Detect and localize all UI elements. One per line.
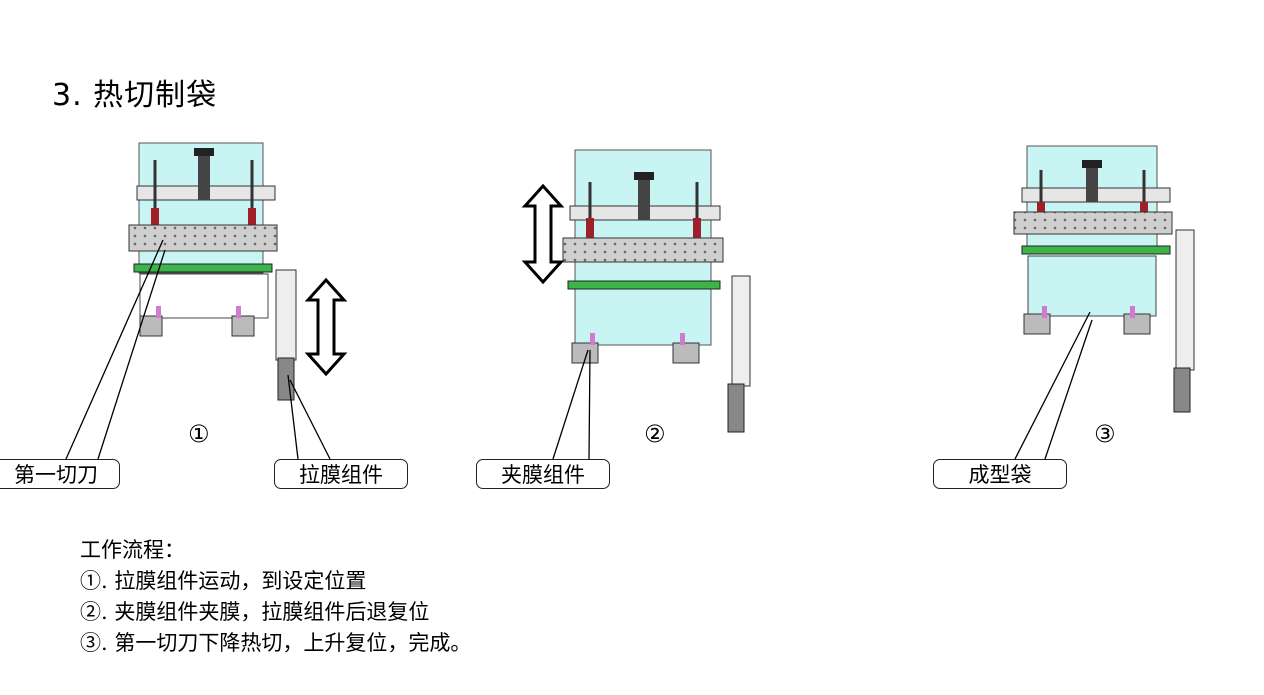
workflow-step: ③. 第一切刀下降热切，上升复位，完成。 [80, 631, 472, 655]
page-title: 3. 热切制袋 [52, 78, 218, 113]
step-number-1: ① [188, 420, 210, 448]
double-arrow-icon [304, 277, 348, 377]
callout-pull-film: 拉膜组件 [274, 459, 408, 489]
double-arrow-icon [521, 183, 565, 285]
workflow-heading: 工作流程： [80, 538, 185, 562]
callout-clamp-film: 夹膜组件 [476, 459, 610, 489]
callout-formed-bag: 成型袋 [933, 459, 1067, 489]
machine-state-1 [128, 142, 297, 401]
workflow-step: ①. 拉膜组件运动，到设定位置 [80, 569, 367, 593]
machine-state-2 [562, 149, 751, 433]
machine-state-3 [1013, 145, 1195, 413]
callout-first-cutter: 第一切刀 [0, 459, 120, 489]
workflow-text: 工作流程： ①. 拉膜组件运动，到设定位置 ②. 夹膜组件夹膜，拉膜组件后退复位… [80, 535, 471, 659]
step-number-3: ③ [1094, 420, 1116, 448]
workflow-step: ②. 夹膜组件夹膜，拉膜组件后退复位 [80, 600, 430, 624]
step-number-2: ② [644, 420, 666, 448]
callout-leaders [65, 239, 1093, 460]
